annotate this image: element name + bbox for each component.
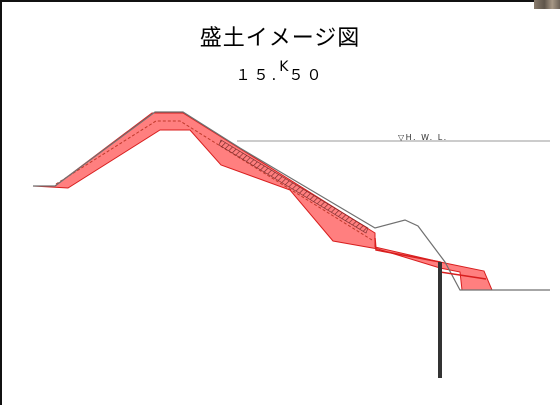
original-ground-line xyxy=(33,111,550,291)
corner-photo-fragment xyxy=(534,0,560,9)
station-number-left: １５. xyxy=(235,66,280,84)
sheet-pile xyxy=(438,262,442,378)
diagram-title: 盛土イメージ図 xyxy=(199,26,361,51)
slope-revetment-hatch xyxy=(218,139,369,234)
embankment-fill xyxy=(32,112,493,291)
station-number-right: ５０ xyxy=(288,66,325,84)
station-k-superscript: K xyxy=(279,59,289,75)
station-label: １５.K５０ xyxy=(0,59,560,85)
embankment-guide-dashed xyxy=(55,120,373,241)
water-level-label: ▽H. W. L. xyxy=(398,133,448,142)
